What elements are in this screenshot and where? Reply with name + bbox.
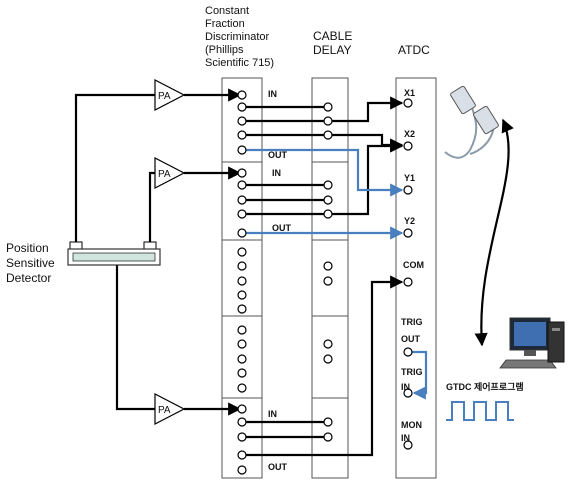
cfd-out-label-3: OUT bbox=[268, 462, 288, 472]
atdc-module bbox=[395, 77, 437, 479]
atdc-trig-out-label: OUT bbox=[401, 334, 421, 344]
cable-delay-module bbox=[311, 77, 349, 479]
svg-text:CABLE: CABLE bbox=[313, 29, 352, 43]
atdc-trig-label-2: TRIG bbox=[401, 367, 423, 377]
computer-icon bbox=[499, 317, 565, 369]
cfd-in-label-1: IN bbox=[268, 89, 277, 99]
cfd-out-label-1: OUT bbox=[268, 150, 288, 160]
atdc-y1-label: Y1 bbox=[404, 173, 415, 183]
atdc-x1-label: X1 bbox=[404, 88, 415, 98]
cfd-out-label-2: OUT bbox=[272, 223, 292, 233]
svg-text:Scientific 715): Scientific 715) bbox=[205, 57, 274, 69]
svg-text:DELAY: DELAY bbox=[313, 43, 351, 57]
detector-label: Position Sensitive Detector bbox=[6, 241, 55, 285]
atdc-trig-label-1: TRIG bbox=[401, 317, 423, 327]
atdc-com-label: COM bbox=[403, 260, 424, 270]
svg-text:PA: PA bbox=[158, 169, 171, 180]
svg-text:(Phillips: (Phillips bbox=[205, 44, 244, 56]
cfd-in-label-3: IN bbox=[268, 409, 277, 419]
preamplifier-icon: PA bbox=[154, 157, 186, 189]
atdc-y2-label: Y2 bbox=[404, 216, 415, 226]
preamplifier-icon: PA bbox=[154, 393, 186, 425]
svg-text:PA: PA bbox=[158, 91, 171, 102]
delay-connectors bbox=[323, 102, 333, 442]
cfd-title: Constant Fraction Discriminator (Phillip… bbox=[205, 5, 274, 69]
atdc-title: ATDC bbox=[398, 43, 430, 57]
cable-delay-title: CABLE DELAY bbox=[313, 29, 352, 57]
pulse-train-icon bbox=[446, 401, 514, 421]
atdc-connectors bbox=[403, 98, 413, 450]
detector-block bbox=[67, 241, 161, 266]
svg-text:Detector: Detector bbox=[6, 271, 51, 285]
blue-wiring bbox=[240, 148, 428, 400]
cfd-in-label-2: IN bbox=[272, 168, 281, 178]
svg-text:Discriminator: Discriminator bbox=[205, 31, 270, 43]
gtdc-program-label: GTDC 제어프로그램 bbox=[446, 381, 524, 392]
svg-text:PA: PA bbox=[158, 405, 171, 416]
network-cable-icon bbox=[444, 85, 499, 159]
preamplifier-icon: PA bbox=[154, 79, 186, 111]
atdc-trig-in-label: IN bbox=[401, 382, 410, 392]
atdc-mon-in-label: IN bbox=[401, 433, 410, 443]
atdc-mon-label: MON bbox=[401, 420, 422, 430]
svg-text:Fraction: Fraction bbox=[205, 18, 245, 30]
svg-text:Sensitive: Sensitive bbox=[6, 256, 55, 270]
cfd-connectors bbox=[237, 90, 247, 475]
svg-text:Position: Position bbox=[6, 241, 49, 255]
svg-text:Constant: Constant bbox=[205, 5, 249, 17]
black-wiring bbox=[74, 88, 514, 457]
atdc-x2-label: X2 bbox=[404, 129, 415, 139]
cfd-module bbox=[221, 77, 263, 479]
